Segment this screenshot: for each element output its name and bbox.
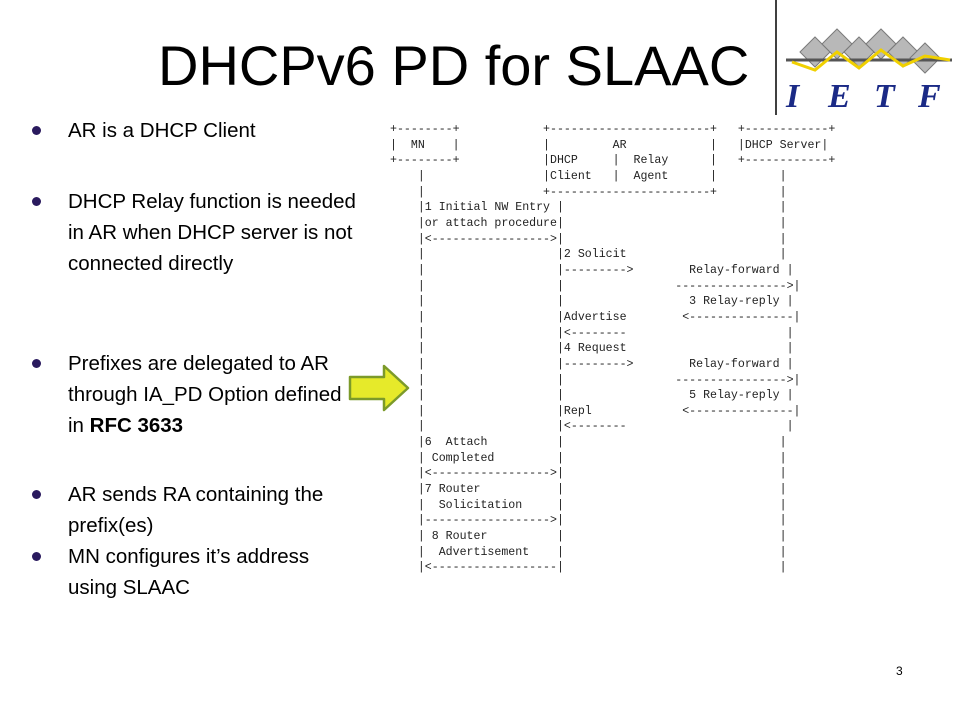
bullet-dot-icon — [32, 490, 41, 499]
bullet-text: DHCP Relay function is needed in AR when… — [68, 190, 356, 275]
bullet-dot-icon — [32, 126, 41, 135]
bullet-text-main: Prefixes are delegated to AR through IA_… — [68, 352, 342, 437]
bullet-item: DHCP Relay function is needed in AR when… — [30, 186, 360, 279]
message-flow-diagram: +--------+ +-----------------------+ +--… — [390, 123, 836, 575]
page-number: 3 — [896, 664, 903, 678]
logo-letter-f: F — [917, 78, 941, 115]
rfc-reference: RFC 3633 — [89, 414, 184, 437]
bullet-text: AR is a DHCP Client — [68, 119, 256, 142]
bullet-item: AR sends RA containing the prefix(es) — [30, 479, 360, 541]
logo-letter-e: E — [827, 78, 851, 115]
ietf-logo: I E T F — [775, 0, 952, 115]
bullet-item: Prefixes are delegated to AR through IA_… — [30, 348, 360, 441]
bullet-text: Prefixes are delegated to AR through IA_… — [68, 348, 360, 441]
bullet-dot-icon — [32, 197, 41, 206]
slide-title: DHCPv6 PD for SLAAC — [158, 34, 750, 97]
logo-letter-i: I — [785, 78, 801, 115]
bullet-item: AR is a DHCP Client — [30, 115, 360, 146]
bullet-item: MN configures it’s address using SLAAC — [30, 541, 360, 603]
right-arrow-icon — [348, 364, 410, 412]
bullet-text: MN configures it’s address using SLAAC — [68, 545, 310, 599]
bullet-text: AR sends RA containing the prefix(es) — [68, 483, 324, 537]
bullet-dot-icon — [32, 359, 41, 368]
bullet-dot-icon — [32, 552, 41, 561]
logo-letter-t: T — [874, 78, 896, 115]
